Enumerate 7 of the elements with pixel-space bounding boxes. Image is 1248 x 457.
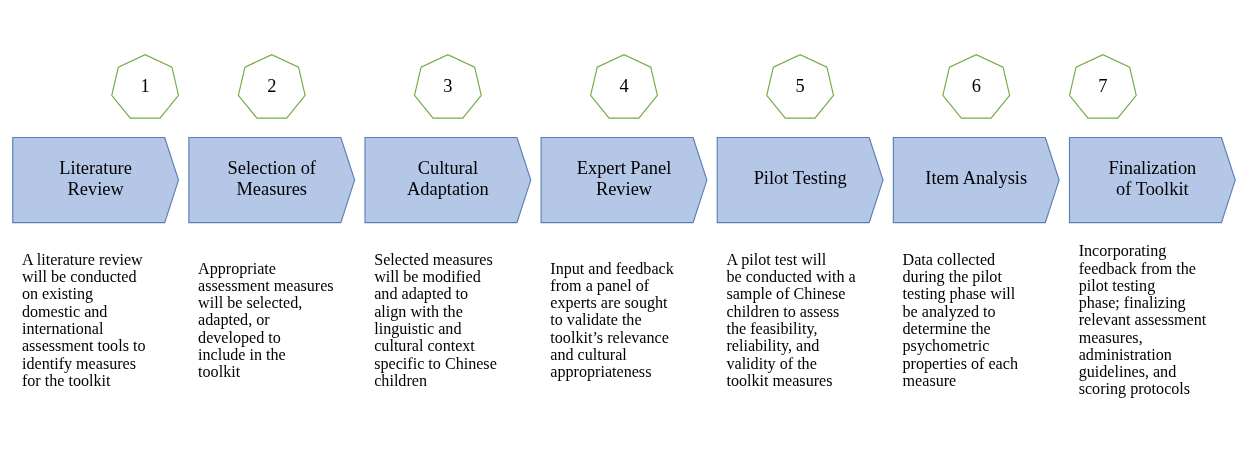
node-label: Incorporating feedback from the pilot testing phase; finalizing relevant assessment measures, administration guidelines, and scoring protocols <box>1078 241 1207 397</box>
node-label: A literature review will be conducted on existing domestic and international assessment tools to identify measures for the toolkit <box>21 250 146 389</box>
node-label: Data collected during the pilot testing phase will be analyzed to determine the psychometric properties of each measure <box>902 250 1018 389</box>
node-label: Input and feedback from a panel of experts are sought to validate the toolkit’s relevance and cultural appropriateness <box>550 259 674 380</box>
node-label: Selected measures will be modified and adapted to align with the linguistic and cultural context specific to Chinese children <box>374 250 497 389</box>
node-label: A pilot test will be conducted with a sample of Chinese children to assess the feasibility, reliability, and validity of the toolkit measures <box>726 250 856 389</box>
node-label: Appropriate assessment measures will be selected, adapted, or developed to include in the toolkit <box>198 259 334 380</box>
